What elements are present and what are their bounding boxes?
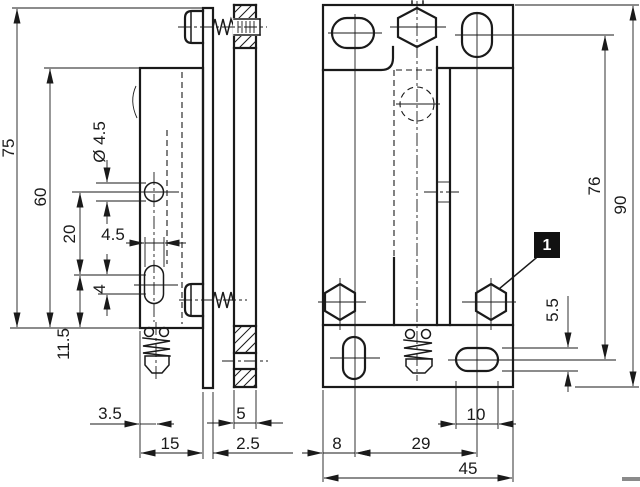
dim-5-5: 5.5	[543, 298, 562, 322]
dim-90: 90	[611, 196, 630, 215]
dim-dia-4-5: Ø 4.5	[90, 121, 109, 163]
callout-box	[534, 232, 560, 258]
dim-4: 4	[90, 284, 109, 293]
slot-vertical	[143, 264, 165, 305]
dim-8: 8	[332, 434, 341, 453]
top-bolt-spring	[212, 16, 235, 36]
dim-10: 10	[467, 405, 486, 424]
side-dimension-lines	[13, 8, 293, 457]
front-spring-plunger	[403, 328, 433, 374]
dim-60: 60	[31, 188, 50, 207]
dim-29: 29	[412, 434, 431, 453]
dim-75: 75	[0, 139, 18, 158]
spring-plunger	[142, 322, 171, 381]
page-corner-mark	[622, 477, 640, 481]
bracket-plate-outline	[138, 66, 205, 330]
lower-bolt	[179, 282, 247, 318]
dim-45: 45	[459, 459, 478, 478]
left-block-edge	[321, 45, 395, 72]
top-right-oval	[460, 11, 494, 59]
top-bolt	[178, 9, 267, 45]
front-extension-lines	[322, 4, 639, 482]
top-left-oval	[330, 16, 376, 50]
thin-bar-outline	[201, 6, 215, 390]
rail-section	[222, 3, 268, 389]
callout-1: 1	[497, 232, 560, 291]
front-view: 8 29 45 10 5.5 76 90 1	[302, 0, 639, 482]
dim-11-5: 11.5	[54, 328, 73, 360]
lower-bolt-spring	[212, 291, 234, 309]
detail-arc	[132, 85, 138, 119]
hatch-bottom	[233, 325, 257, 388]
bottom-left-hex	[318, 278, 366, 330]
dim-76: 76	[585, 177, 604, 196]
side-view: 75 60 20 11.5 Ø 4.5 4 4.5 3.5 15 5 2.5	[0, 3, 293, 459]
flange-slot-left	[341, 335, 367, 381]
flange-slot-right	[454, 346, 500, 373]
callout-label: 1	[543, 237, 552, 254]
side-extension-lines	[10, 7, 257, 459]
bottom-right-hex	[462, 278, 516, 330]
dim-4-5: 4.5	[101, 225, 125, 244]
front-outline	[321, 3, 515, 389]
dim-20: 20	[60, 225, 79, 244]
dim-5: 5	[236, 404, 245, 423]
dim-2-5: 2.5	[236, 434, 260, 453]
callout-leader	[497, 256, 538, 291]
front-dimension-lines	[302, 5, 637, 482]
dim-15: 15	[161, 434, 180, 453]
dim-3-5: 3.5	[98, 404, 122, 423]
